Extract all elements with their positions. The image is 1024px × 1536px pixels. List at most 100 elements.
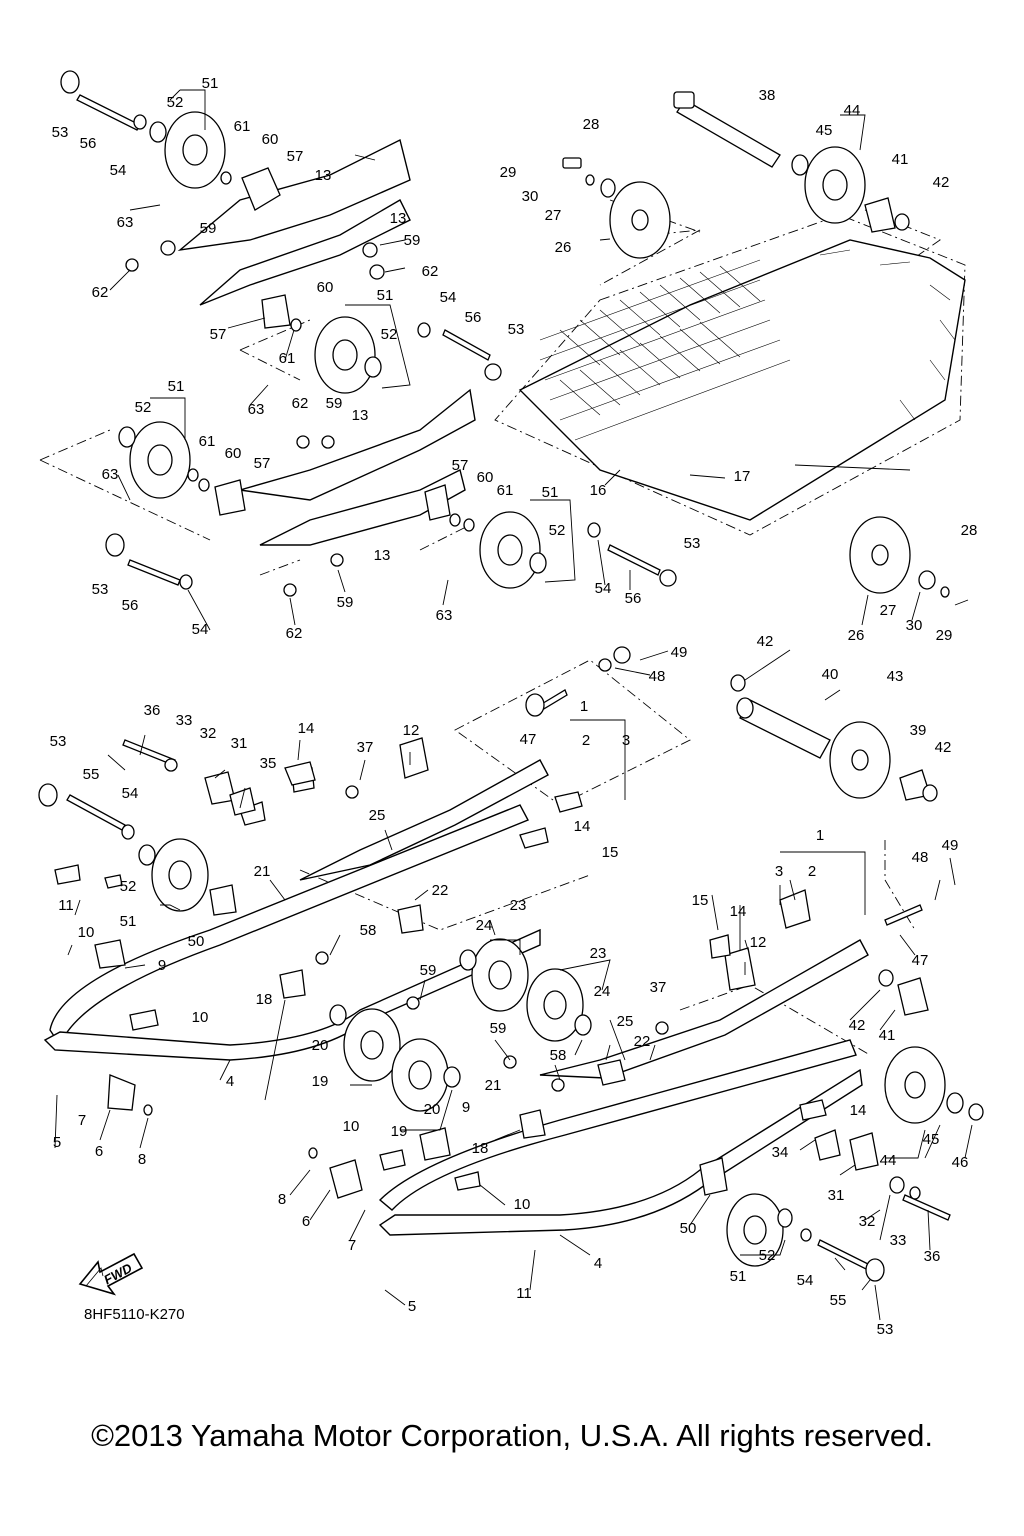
callout-number: 30 (906, 617, 923, 634)
callout-number: 56 (625, 590, 642, 607)
callout-number: 52 (120, 878, 137, 895)
callout-number: 28 (961, 522, 978, 539)
callout-number: 11 (516, 1285, 532, 1302)
callout-number: 54 (110, 162, 127, 179)
callout-number: 52 (135, 399, 152, 416)
callout-number: 29 (936, 627, 953, 644)
callout-number: 3 (622, 732, 630, 749)
track-belt (518, 239, 966, 521)
callout-number: 60 (225, 445, 242, 462)
callout-number: 34 (772, 1144, 789, 1161)
callout-number: 53 (52, 124, 69, 141)
callout-number: 10 (192, 1009, 209, 1026)
callout-number: 42 (757, 633, 774, 650)
callout-number: 42 (849, 1017, 866, 1034)
callout-number: 61 (279, 350, 296, 367)
callout-number: 11 (58, 897, 74, 914)
diagram-code: 8HF5110-K270 (84, 1306, 185, 1323)
callout-number: 59 (420, 962, 437, 979)
callout-number: 15 (602, 844, 619, 861)
callout-number: 20 (312, 1037, 329, 1054)
callout-number: 24 (594, 983, 611, 1000)
callout-number: 61 (199, 433, 216, 450)
callout-number: 26 (555, 239, 572, 256)
callout-number: 13 (352, 407, 369, 424)
callout-number: 53 (508, 321, 525, 338)
callout-number: 36 (924, 1248, 941, 1265)
callout-number: 54 (440, 289, 457, 306)
callout-number: 57 (254, 455, 271, 472)
callout-number: 51 (377, 287, 394, 304)
callout-number: 9 (158, 957, 166, 974)
axles-and-bolts (66, 91, 951, 1271)
callout-number: 41 (892, 151, 909, 168)
callout-number: 62 (422, 263, 439, 280)
callout-number: 54 (595, 580, 612, 597)
callout-number: 60 (262, 131, 279, 148)
callout-number: 36 (144, 702, 161, 719)
callout-number: 13 (390, 210, 407, 227)
callout-number: 38 (759, 87, 776, 104)
callout-number: 33 (890, 1232, 907, 1249)
callout-number: 42 (933, 174, 950, 191)
callout-number: 43 (887, 668, 904, 685)
callout-number: 55 (83, 766, 100, 783)
callout-number: 57 (210, 326, 227, 343)
callout-number: 12 (403, 722, 420, 739)
callout-number: 48 (912, 849, 929, 866)
callout-number: 51 (202, 75, 219, 92)
callout-number: 1 (816, 827, 824, 844)
callout-number: 50 (188, 933, 205, 950)
callout-number: 63 (248, 401, 265, 418)
callout-number: 14 (574, 818, 591, 835)
callout-number: 23 (590, 945, 607, 962)
callout-number: 7 (78, 1112, 86, 1129)
callout-number: 23 (510, 897, 527, 914)
callout-number: 18 (472, 1140, 489, 1157)
callout-number: 59 (337, 594, 354, 611)
callout-number: 46 (952, 1154, 969, 1171)
callout-number: 45 (816, 122, 833, 139)
suspension-frames (177, 138, 869, 1079)
callout-number: 6 (302, 1213, 310, 1230)
callout-number: 51 (120, 913, 137, 930)
callout-number: 2 (808, 863, 816, 880)
callout-number: 49 (671, 644, 688, 661)
callout-number: 62 (292, 395, 309, 412)
callout-number: 16 (590, 482, 607, 499)
callout-number: 7 (348, 1237, 356, 1254)
callout-number: 44 (844, 102, 861, 119)
callout-number: 2 (582, 732, 590, 749)
callout-number: 19 (312, 1073, 329, 1090)
callout-number: 32 (859, 1213, 876, 1230)
callout-number: 51 (542, 484, 559, 501)
callout-number: 42 (935, 739, 952, 756)
callout-number: 60 (477, 469, 494, 486)
leader-lines (54, 89, 973, 1321)
callout-number: 54 (797, 1272, 814, 1289)
callout-number: 8 (278, 1191, 286, 1208)
callout-number: 4 (226, 1073, 234, 1090)
copyright-notice: ©2013 Yamaha Motor Corporation, U.S.A. A… (91, 1418, 933, 1453)
callout-number: 14 (298, 720, 315, 737)
assembly-outlines (39, 199, 966, 1056)
callout-number: 56 (122, 597, 139, 614)
callout-number: 27 (545, 207, 562, 224)
callout-number: 44 (880, 1152, 897, 1169)
callout-number: 17 (734, 468, 751, 485)
callout-number: 52 (381, 326, 398, 343)
callout-number: 31 (231, 735, 248, 752)
callout-number: 62 (286, 625, 303, 642)
forward-direction-arrow-icon: FWD (78, 1252, 144, 1296)
callout-number: 28 (583, 116, 600, 133)
callout-number: 18 (256, 991, 273, 1008)
callout-number: 4 (594, 1255, 602, 1272)
callout-number: 51 (730, 1268, 747, 1285)
callout-number: 27 (880, 602, 897, 619)
callout-number: 54 (122, 785, 139, 802)
callout-number: 61 (497, 482, 514, 499)
callout-number: 52 (759, 1247, 776, 1264)
callout-number: 25 (369, 807, 386, 824)
callout-number: 61 (234, 118, 251, 135)
